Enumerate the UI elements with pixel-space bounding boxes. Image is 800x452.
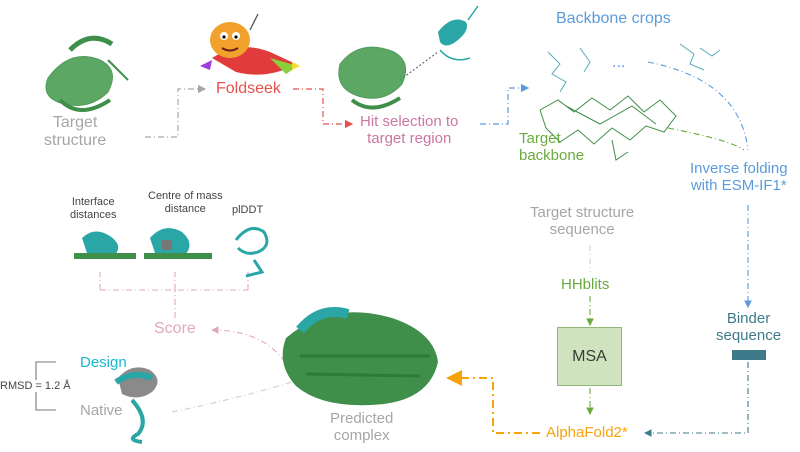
hit-protein-icon (338, 46, 407, 110)
backbone-crops-label: Backbone crops (556, 10, 671, 27)
arrow-target-to-foldseek (145, 84, 207, 138)
msa-box-icon: MSA (557, 327, 622, 386)
plddt-protein-icon (234, 226, 269, 278)
arrow-alphafold-to-complex (446, 370, 540, 434)
crops-ellipsis: ... (612, 54, 626, 71)
arrow-foldseek-to-hit (293, 88, 354, 129)
arrow-binder-to-alphafold (643, 362, 749, 437)
arrow-crops-to-inverse (647, 61, 749, 151)
rmsd-bracket (35, 361, 56, 411)
predicted-complex-protein-icon (282, 307, 438, 406)
design-label: Design (80, 354, 127, 371)
interface-distance-protein-icon (74, 231, 136, 259)
backbone-crops-icon (547, 43, 721, 93)
score-bracket (99, 272, 249, 318)
native-label: Native (80, 402, 123, 419)
msa-label: MSA (572, 347, 607, 365)
arrow-hit-to-crops (480, 83, 530, 125)
rocket-mascot-icon (200, 13, 300, 75)
plddt-label: plDDT (232, 204, 264, 216)
hhblits-label: HHblits (561, 276, 610, 293)
target-structure-protein-icon (45, 35, 129, 112)
design-native-protein-icon (114, 367, 158, 444)
binder-sequence-bar-icon (732, 350, 766, 360)
arrow-native-to-complex (171, 381, 293, 413)
centre-of-mass-protein-icon (144, 228, 212, 259)
foldseek-label: Foldseek (216, 80, 281, 97)
alphafold-label: AlphaFold2* (546, 424, 628, 441)
rmsd-label: RMSD = 1.2 Å (0, 380, 71, 392)
hit-crop-protein-icon (438, 5, 479, 61)
target-backbone-icon (539, 95, 677, 161)
score-label: Score (154, 320, 196, 337)
